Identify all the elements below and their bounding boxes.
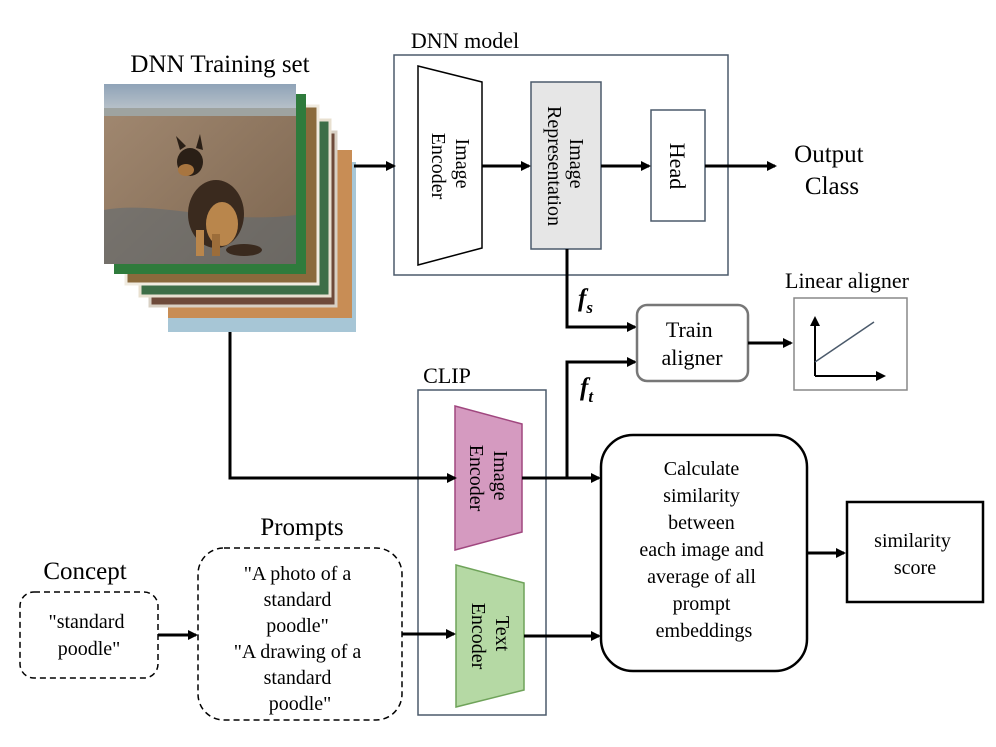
dnn-image-encoder [417,65,483,266]
output-class-label: Output Class [794,141,870,200]
dnn-image-encoder-label: Image Encoder [427,133,473,200]
arrow-ft-to-train-aligner [565,357,637,478]
clip-image-encoder [454,405,523,551]
linear-aligner-box [793,297,908,391]
arrow-fs-to-train-aligner [565,249,637,332]
dnn-image-representation-label: Image Representation [543,106,587,226]
clip-image-encoder-label: Image Encoder [465,445,511,512]
similarity-score-label: similarity score [874,530,956,579]
concept-box [19,591,159,679]
concept-title: Concept [43,558,126,585]
prompts-title: Prompts [260,514,343,541]
fs-label: fs [578,285,593,317]
similarity-score-box [845,500,985,604]
clip-text-encoder [455,564,525,708]
dnn-image-representation [530,81,602,250]
linear-aligner-plot-icon [810,316,886,381]
training-image-stack [104,84,356,332]
prompts-text: "A photo of a standard poodle" "A drawin… [234,563,367,715]
dnn-head-label: Head [665,143,690,189]
train-aligner-label: Train aligner [661,317,723,370]
clip-text-encoder-label: Text Encoder [467,603,513,670]
clip-title: CLIP [423,363,471,388]
dnn-model-title: DNN model [411,28,519,53]
linear-aligner-title: Linear aligner [785,268,910,293]
concept-text: "standard poodle" [49,611,130,660]
calculate-similarity-label: Calculate similarity between each image … [639,458,768,642]
arrow-training-to-clip-encoder [228,332,457,483]
ft-label: ft [580,374,594,406]
clip-box [417,389,547,716]
training-set-title: DNN Training set [130,51,309,78]
front-photo-dog [104,84,296,264]
